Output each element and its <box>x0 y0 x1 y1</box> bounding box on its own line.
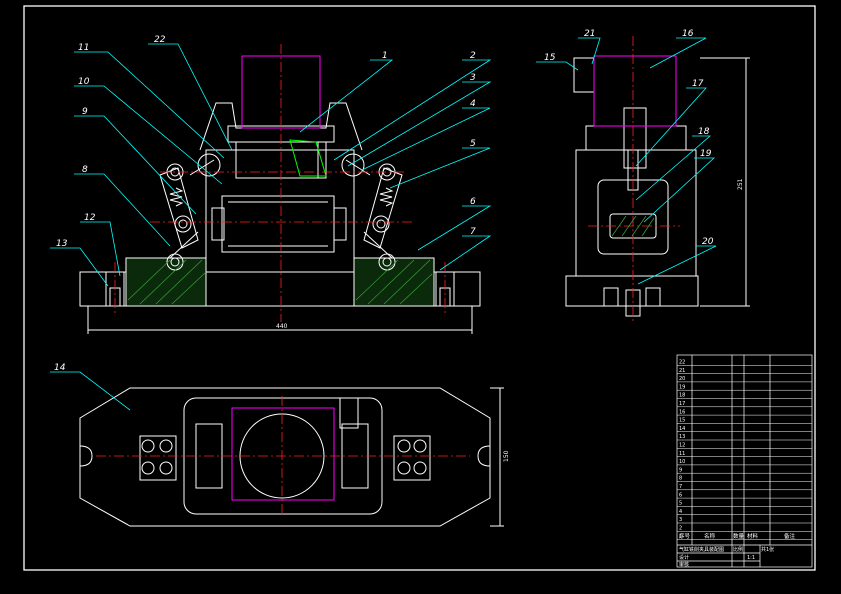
balloon-11: 11 <box>78 43 89 53</box>
bom-row-number: 16 <box>679 409 685 415</box>
bom-row-number: 6 <box>679 492 682 498</box>
bom-row-number: 4 <box>679 509 682 515</box>
front-hatch-section <box>289 139 327 177</box>
front-centerlines <box>114 44 446 322</box>
balloon-13: 13 <box>56 239 68 249</box>
bom-row-number: 8 <box>679 476 682 482</box>
balloon-9: 9 <box>82 107 88 117</box>
bom-row-number: 15 <box>679 418 685 424</box>
bom-row-number: 20 <box>679 376 685 382</box>
balloon-2: 2 <box>470 51 476 61</box>
balloon-15: 15 <box>544 53 556 63</box>
balloon-16: 16 <box>682 29 694 39</box>
balloon-14: 14 <box>54 363 66 373</box>
bom-row-number: 11 <box>679 451 685 457</box>
title-block-text: 气缸铣削夹具装配图 比例 1:1 共1张 设计 审核 <box>679 546 774 568</box>
bom-row-number: 9 <box>679 467 682 473</box>
scale-value: 1:1 <box>747 555 755 561</box>
balloon-18: 18 <box>698 127 710 137</box>
front-hatch-lines <box>127 259 433 305</box>
balloon-22: 22 <box>154 35 166 45</box>
bom-row-number: 17 <box>679 401 685 407</box>
balloon-12: 12 <box>84 213 96 223</box>
plan-hidden-block <box>231 407 335 501</box>
sheet-label: 共1张 <box>761 546 774 553</box>
plan-height-dimension: 150 <box>503 450 510 462</box>
plan-centerlines <box>96 396 470 516</box>
bom-row-number: 22 <box>679 360 685 366</box>
balloon-5: 5 <box>470 139 476 149</box>
side-hidden-block <box>593 55 677 127</box>
bom-row-number: 5 <box>679 501 682 507</box>
header-material: 材料 <box>747 532 759 540</box>
front-hidden-block <box>241 55 321 129</box>
balloon-7: 7 <box>470 227 476 237</box>
bom-row-number: 19 <box>679 384 685 390</box>
bom-row-number: 13 <box>679 434 685 440</box>
balloon-20: 20 <box>702 237 714 247</box>
balloon-6: 6 <box>470 197 476 207</box>
designer-label: 设计 <box>679 554 689 561</box>
bom-row-number: 18 <box>679 393 685 399</box>
header-qty: 数量 <box>733 532 745 540</box>
plan-view <box>79 387 504 527</box>
balloon-8: 8 <box>82 165 88 175</box>
bom-row-number: 12 <box>679 443 685 449</box>
balloon-3: 3 <box>470 73 476 83</box>
header-no: 序号 <box>679 532 691 540</box>
bom-row-number: 2 <box>679 526 682 532</box>
side-hatch <box>611 215 655 237</box>
front-width-dimension: 440 <box>276 323 288 330</box>
bom-row-number: 1 <box>679 534 682 540</box>
side-centerlines <box>588 36 680 322</box>
side-height-dimension: 251 <box>737 178 744 190</box>
bom-row-number: 10 <box>679 459 685 465</box>
bom-row-number: 14 <box>679 426 685 432</box>
balloon-10: 10 <box>78 77 90 87</box>
header-remark: 备注 <box>784 532 796 540</box>
bom-row-number: 7 <box>679 484 682 490</box>
side-balloon-labels: 21 16 15 17 18 19 20 <box>544 29 714 247</box>
bom-header: 序号 名称 数量 材料 备注 <box>679 532 796 540</box>
front-view <box>79 102 481 334</box>
balloon-17: 17 <box>692 79 704 89</box>
outer-frame <box>23 5 816 571</box>
checker-label: 审核 <box>679 561 689 568</box>
drawing-title: 气缸铣削夹具装配图 <box>679 546 724 553</box>
balloon-4: 4 <box>470 99 476 109</box>
front-leaders <box>50 43 492 287</box>
header-name: 名称 <box>704 532 716 540</box>
bom-row-number: 21 <box>679 368 685 374</box>
balloon-21: 21 <box>584 29 595 39</box>
front-balloon-labels: 11 22 1 2 3 4 5 6 7 10 9 8 12 13 <box>56 35 476 249</box>
plan-leader <box>50 371 131 411</box>
side-leaders <box>536 37 717 285</box>
bom-row-number: 3 <box>679 517 682 523</box>
balloon-1: 1 <box>382 51 388 61</box>
scale-label: 比例 <box>733 546 743 553</box>
balloon-19: 19 <box>700 149 712 159</box>
bom-table <box>676 354 813 568</box>
